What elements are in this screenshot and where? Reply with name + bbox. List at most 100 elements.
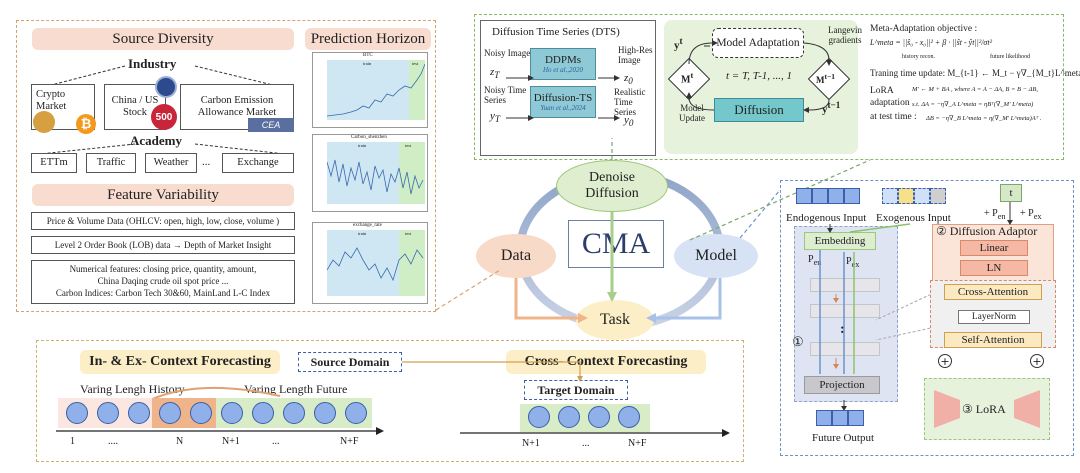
t-eq-label: t = T, T-1, ..., 1 xyxy=(726,70,792,82)
varing-curve xyxy=(149,386,281,401)
plot-carbon-train-region xyxy=(327,142,399,204)
industry-label: Industry xyxy=(128,56,177,71)
ddpm-box: DDPMs Ho et al.,2020 xyxy=(530,48,596,80)
diffusion-panel xyxy=(474,14,1064,160)
plot-exchange-title: exchange_rate xyxy=(353,223,382,228)
exogenous-cube-1 xyxy=(882,188,898,204)
z-t-label: zT xyxy=(490,66,500,81)
z0-label: z0 xyxy=(624,72,633,87)
sp500-badge-icon: 500 xyxy=(151,104,177,130)
data-panel xyxy=(16,20,436,312)
model-adaptation-box: Model Adaptation xyxy=(712,28,804,58)
plot-carbon-test-label: test xyxy=(405,143,412,148)
lora-eq-2: s.t. ΔA = −η∇_A L^meta = ηBᵀ(∇_M' L^meta… xyxy=(912,101,1034,108)
numerical-features-box: Numerical features: closing price, quant… xyxy=(31,260,295,304)
denoise-diffusion-node: Denoise Diffusion xyxy=(556,160,668,212)
data-node: Data xyxy=(476,234,556,278)
self-attention-box: Self-Attention xyxy=(944,332,1042,348)
timestep-box: t xyxy=(1000,184,1022,202)
sequence-right-step-3 xyxy=(588,406,610,428)
task-panel xyxy=(36,340,744,462)
lora-trapezoids xyxy=(934,390,1040,428)
plot-btc: BTC train test xyxy=(312,52,428,128)
tick-right-n1: N+1 xyxy=(522,438,540,449)
cma-title-box: CMA xyxy=(568,220,664,268)
plot-carbon-test-region xyxy=(399,142,425,204)
bitcoin-icon: ₿ xyxy=(76,114,96,134)
p-en-label: + Pen xyxy=(984,208,1006,221)
noisy-image-label: Noisy Image xyxy=(484,48,531,58)
denoise-diffusion-label: Denoise Diffusion xyxy=(585,169,639,201)
tick-right-dots: ... xyxy=(582,438,590,449)
encoder-layer-3 xyxy=(810,342,880,356)
lora-adaptation-label: LoRA adaptation xyxy=(870,86,910,108)
highres-label: High-Res Image xyxy=(618,45,653,65)
tick-dots-2: ... xyxy=(272,436,280,447)
ohlcv-box: Price & Volume Data (OHLCV: open, high, … xyxy=(31,212,295,230)
objective-title: Meta-Adaptation objective : xyxy=(870,24,978,34)
cea-logo-icon: CEA xyxy=(248,118,294,132)
future-cube-3 xyxy=(848,410,864,426)
dts-arrows xyxy=(506,75,620,121)
endogenous-cube-2 xyxy=(812,188,828,204)
circle-one-label: ① xyxy=(792,334,804,349)
sequence-left-step-9 xyxy=(314,402,336,424)
numerical-line-2: China Daqing crude oil spot price ... xyxy=(97,276,229,287)
sequence-left-step-10 xyxy=(345,402,367,424)
sequence-right-step-1 xyxy=(528,406,550,428)
model-update-label: Model Update xyxy=(679,103,705,123)
target-domain-box: Target Domain xyxy=(524,380,628,400)
plot-carbon: Carbon_shenzhen train test xyxy=(312,134,428,212)
endogenous-cube-3 xyxy=(828,188,844,204)
endogenous-cube-4 xyxy=(844,188,860,204)
tick-1: 1 xyxy=(70,436,75,447)
m-t1-label: Mt−1 xyxy=(816,72,836,85)
numerical-line-3: Carbon Indices: Carbon Tech 30&60, MainL… xyxy=(55,287,271,298)
plus-node-left: + xyxy=(938,354,952,368)
pen-label: Pen xyxy=(808,254,822,267)
dataset-weather: Weather xyxy=(145,153,197,173)
plot-exchange-train-region xyxy=(327,230,399,296)
varing-future-label: Varing Length Future xyxy=(244,382,348,396)
sequence-left-step-7 xyxy=(252,402,274,424)
plot-btc-title: BTC xyxy=(363,53,373,58)
ddpm-label: DDPMs xyxy=(544,54,582,66)
source-diversity-header: Source Diversity xyxy=(32,28,294,50)
plot-btc-test-label: test xyxy=(412,61,419,66)
p-ex-label: + Pex xyxy=(1020,208,1042,221)
carbon-label: Carbon Emission Allowance Market xyxy=(197,94,277,118)
embedding-box: Embedding xyxy=(804,232,876,250)
realistic-label: Realistic Time Series xyxy=(614,87,646,117)
m-t-label: Mt xyxy=(681,71,694,86)
exogenous-cube-4 xyxy=(930,188,946,204)
numerical-line-1: Numerical features: closing price, quant… xyxy=(69,264,257,275)
plot-exchange-line xyxy=(327,247,424,282)
shiba-icon xyxy=(33,111,55,133)
plot-exchange-train-label: train xyxy=(358,231,367,236)
dts-model-ref: Yuan et al.,2024 xyxy=(540,104,586,112)
adaptor-label: ② Diffusion Adaptor xyxy=(936,224,1038,238)
y-t-label: yT xyxy=(490,110,500,125)
academy-label: Academy xyxy=(130,133,182,148)
exogenous-cube-3 xyxy=(914,188,930,204)
ln-box: LN xyxy=(960,260,1028,276)
in-ex-header: In- & Ex- Context Forecasting xyxy=(80,350,280,374)
dts-title: Diffusion Time Series (DTS) xyxy=(492,26,620,38)
source-domain-box: Source Domain xyxy=(298,352,402,372)
sequence-right-step-4 xyxy=(618,406,640,428)
at-test-label: at test time : xyxy=(870,112,917,122)
dataset-traffic: Traffic xyxy=(86,153,136,173)
pex-label: Pex xyxy=(846,256,860,269)
plot-carbon-title: Carbon_shenzhen xyxy=(351,135,387,140)
ddpm-ref: Ho et al.,2020 xyxy=(542,66,584,74)
model-panel xyxy=(780,180,1074,456)
plot-carbon-train-label: train xyxy=(358,143,367,148)
model-adaptation-label: Model Adaptation xyxy=(716,36,800,49)
sequence-left-step-6 xyxy=(221,402,243,424)
sequence-left-step-1 xyxy=(66,402,88,424)
langevin-label: Langevin gradients xyxy=(828,25,862,45)
model-node: Model xyxy=(674,234,758,278)
lora-label: ③ LoRA xyxy=(962,402,1006,416)
endogenous-label: Endogenous Input xyxy=(786,212,867,224)
plot-btc-test-region xyxy=(409,60,425,120)
